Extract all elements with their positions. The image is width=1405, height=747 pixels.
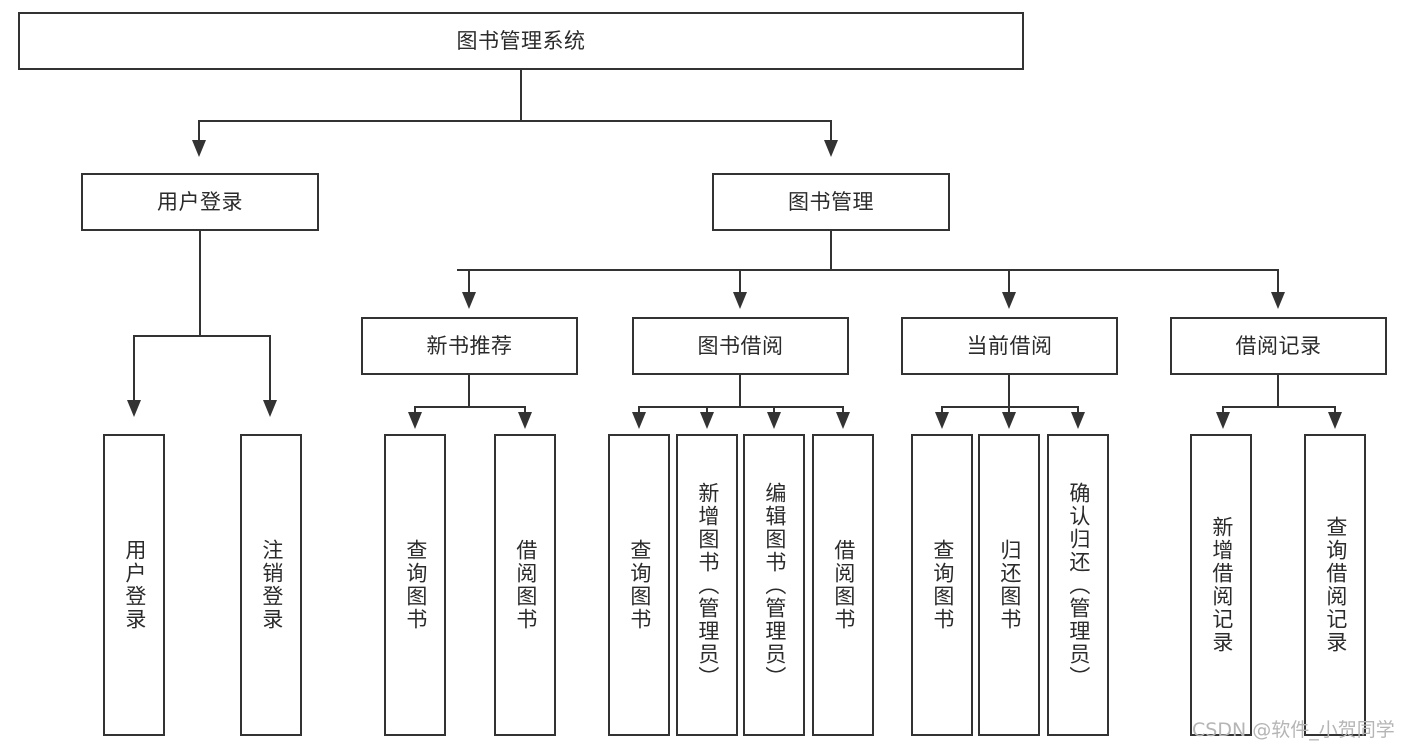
arrow-bm-to-borrow-record xyxy=(1271,292,1285,309)
arrow-root-to-book-management xyxy=(824,140,838,157)
connector-user-login-stem xyxy=(199,231,201,335)
arrow-current-borrow-leaf2 xyxy=(1002,412,1016,429)
leaf-borrow-book-2[interactable]: 借阅图书 xyxy=(812,434,874,736)
leaf-query-record[interactable]: 查询借阅记录 xyxy=(1304,434,1366,736)
connector-root-to-book-management xyxy=(830,120,832,148)
leaf-logout-label: 注销登录 xyxy=(259,539,284,631)
arrow-book-borrow-leaf1 xyxy=(632,412,646,429)
arrow-borrow-record-leaf1 xyxy=(1216,412,1230,429)
leaf-query-record-label: 查询借阅记录 xyxy=(1323,516,1348,654)
connector-bm-to-current-borrow xyxy=(1008,269,1010,299)
node-borrow-record[interactable]: 借阅记录 xyxy=(1170,317,1387,375)
connector-user-login-leaf1 xyxy=(133,335,135,407)
leaf-borrow-book-2-label: 借阅图书 xyxy=(831,539,856,631)
leaf-edit-book[interactable]: 编辑图书（管理员） xyxy=(743,434,805,736)
csdn-watermark: CSDN @软件_小贺同学 xyxy=(1192,719,1395,741)
arrow-bm-to-current-borrow xyxy=(1002,292,1016,309)
leaf-return-book-label: 归还图书 xyxy=(997,539,1022,631)
node-book-management[interactable]: 图书管理 xyxy=(712,173,950,231)
node-new-book-recommend-label: 新书推荐 xyxy=(426,333,513,358)
node-user-login-label: 用户登录 xyxy=(157,189,243,214)
arrow-user-login-leaf1 xyxy=(127,400,141,417)
arrow-bm-to-book-borrow xyxy=(733,292,747,309)
connector-current-borrow-stem xyxy=(1008,375,1010,408)
leaf-return-book[interactable]: 归还图书 xyxy=(978,434,1040,736)
arrow-bm-to-new-book xyxy=(462,292,476,309)
arrow-borrow-record-leaf2 xyxy=(1328,412,1342,429)
leaf-query-book-1-label: 查询图书 xyxy=(403,539,428,631)
connector-bm-to-borrow-record xyxy=(1277,269,1279,299)
arrow-new-book-leaf1 xyxy=(408,412,422,429)
node-new-book-recommend[interactable]: 新书推荐 xyxy=(361,317,578,375)
connector-root-to-user-login xyxy=(198,120,200,148)
connector-bm-to-new-book xyxy=(468,269,470,299)
leaf-edit-book-label: 编辑图书（管理员） xyxy=(762,481,787,689)
connector-book-borrow-bar xyxy=(638,406,844,408)
leaf-query-book-1[interactable]: 查询图书 xyxy=(384,434,446,736)
connector-book-borrow-stem xyxy=(739,375,741,408)
leaf-query-book-3[interactable]: 查询图书 xyxy=(911,434,973,736)
leaf-query-book-2[interactable]: 查询图书 xyxy=(608,434,670,736)
leaf-borrow-book-1[interactable]: 借阅图书 xyxy=(494,434,556,736)
node-user-login[interactable]: 用户登录 xyxy=(81,173,319,231)
node-book-borrow[interactable]: 图书借阅 xyxy=(632,317,849,375)
arrow-book-borrow-leaf3 xyxy=(767,412,781,429)
node-current-borrow[interactable]: 当前借阅 xyxy=(901,317,1118,375)
leaf-add-record[interactable]: 新增借阅记录 xyxy=(1190,434,1252,736)
arrow-root-to-user-login xyxy=(192,140,206,157)
connector-root-stem xyxy=(520,70,522,120)
leaf-borrow-book-1-label: 借阅图书 xyxy=(513,539,538,631)
connector-current-borrow-bar xyxy=(941,406,1079,408)
connector-new-book-bar xyxy=(414,406,526,408)
leaf-add-record-label: 新增借阅记录 xyxy=(1209,516,1234,654)
arrow-new-book-leaf2 xyxy=(518,412,532,429)
node-book-borrow-label: 图书借阅 xyxy=(697,333,784,358)
connector-borrow-record-stem xyxy=(1277,375,1279,408)
node-root-label: 图书管理系统 xyxy=(456,28,586,53)
node-current-borrow-label: 当前借阅 xyxy=(966,333,1053,358)
leaf-query-book-2-label: 查询图书 xyxy=(627,539,652,631)
arrow-current-borrow-leaf1 xyxy=(935,412,949,429)
leaf-query-book-3-label: 查询图书 xyxy=(930,539,955,631)
leaf-confirm-return-label: 确认归还（管理员） xyxy=(1066,481,1091,689)
arrow-user-login-leaf2 xyxy=(263,400,277,417)
arrow-book-borrow-leaf2 xyxy=(700,412,714,429)
connector-new-book-stem xyxy=(468,375,470,408)
node-borrow-record-label: 借阅记录 xyxy=(1235,333,1322,358)
connector-book-management-stem xyxy=(830,231,832,271)
node-book-management-label: 图书管理 xyxy=(788,189,874,214)
leaf-user-login-label: 用户登录 xyxy=(122,539,147,631)
arrow-current-borrow-leaf3 xyxy=(1071,412,1085,429)
connector-user-login-leaf2 xyxy=(269,335,271,407)
leaf-confirm-return[interactable]: 确认归还（管理员） xyxy=(1047,434,1109,736)
connector-bm-to-book-borrow xyxy=(739,269,741,299)
leaf-logout[interactable]: 注销登录 xyxy=(240,434,302,736)
connector-borrow-record-bar xyxy=(1222,406,1336,408)
connector-book-management-bar xyxy=(457,269,1279,271)
leaf-user-login[interactable]: 用户登录 xyxy=(103,434,165,736)
connector-root-bar xyxy=(198,120,832,122)
leaf-add-book[interactable]: 新增图书（管理员） xyxy=(676,434,738,736)
leaf-add-book-label: 新增图书（管理员） xyxy=(695,481,720,689)
arrow-book-borrow-leaf4 xyxy=(836,412,850,429)
node-root[interactable]: 图书管理系统 xyxy=(18,12,1024,70)
connector-user-login-bar xyxy=(133,335,269,337)
